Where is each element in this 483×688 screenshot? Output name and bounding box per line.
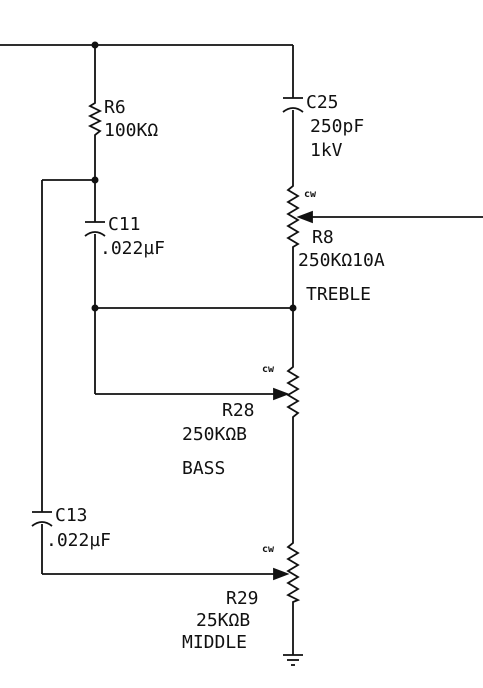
- r8-function: TREBLE: [306, 284, 371, 305]
- r29-function: MIDDLE: [182, 632, 247, 653]
- junction-dot: [289, 304, 297, 312]
- r28-function: BASS: [182, 458, 225, 479]
- junction-dot: [91, 304, 99, 312]
- c13-value: .022µF: [46, 530, 111, 551]
- potentiometer-r28-symbol: [286, 362, 300, 420]
- capacitor-c25-symbol: [282, 97, 304, 113]
- ground-icon: [283, 654, 303, 666]
- capacitor-c11-symbol: [84, 221, 106, 237]
- r8-cw-mark: cw: [304, 189, 317, 200]
- r29-wiper-arrow: [273, 567, 290, 581]
- c25-value: 250pF: [310, 116, 364, 137]
- r28-wiper-arrow: [273, 387, 290, 401]
- r6-value: 100KΩ: [104, 120, 158, 141]
- potentiometer-r8-symbol: [286, 180, 300, 250]
- c11-value: .022µF: [100, 238, 165, 259]
- r28-value: 250KΩB: [182, 424, 247, 445]
- r8-wiper-arrow: [296, 210, 313, 224]
- capacitor-c13-symbol: [31, 511, 53, 527]
- resistor-r6-symbol: [87, 98, 103, 140]
- junctions: [91, 41, 297, 312]
- r6-ref: R6: [104, 97, 126, 118]
- r8-value: 250KΩ10A: [298, 250, 385, 271]
- r28-cw-mark: cw: [262, 364, 275, 375]
- c11-ref: C11: [108, 214, 141, 235]
- r8-ref: R8: [312, 227, 334, 248]
- junction-dot: [91, 41, 99, 49]
- c25-ref: C25: [306, 92, 339, 113]
- c25-rating: 1kV: [310, 140, 343, 161]
- r29-value: 25KΩB: [196, 610, 250, 631]
- c13-ref: C13: [55, 505, 88, 526]
- r29-ref: R29: [226, 588, 259, 609]
- junction-dot: [91, 176, 99, 184]
- r28-ref: R28: [222, 400, 255, 421]
- potentiometer-r29-symbol: [286, 538, 301, 603]
- r29-cw-mark: cw: [262, 544, 275, 555]
- wires: [0, 44, 483, 655]
